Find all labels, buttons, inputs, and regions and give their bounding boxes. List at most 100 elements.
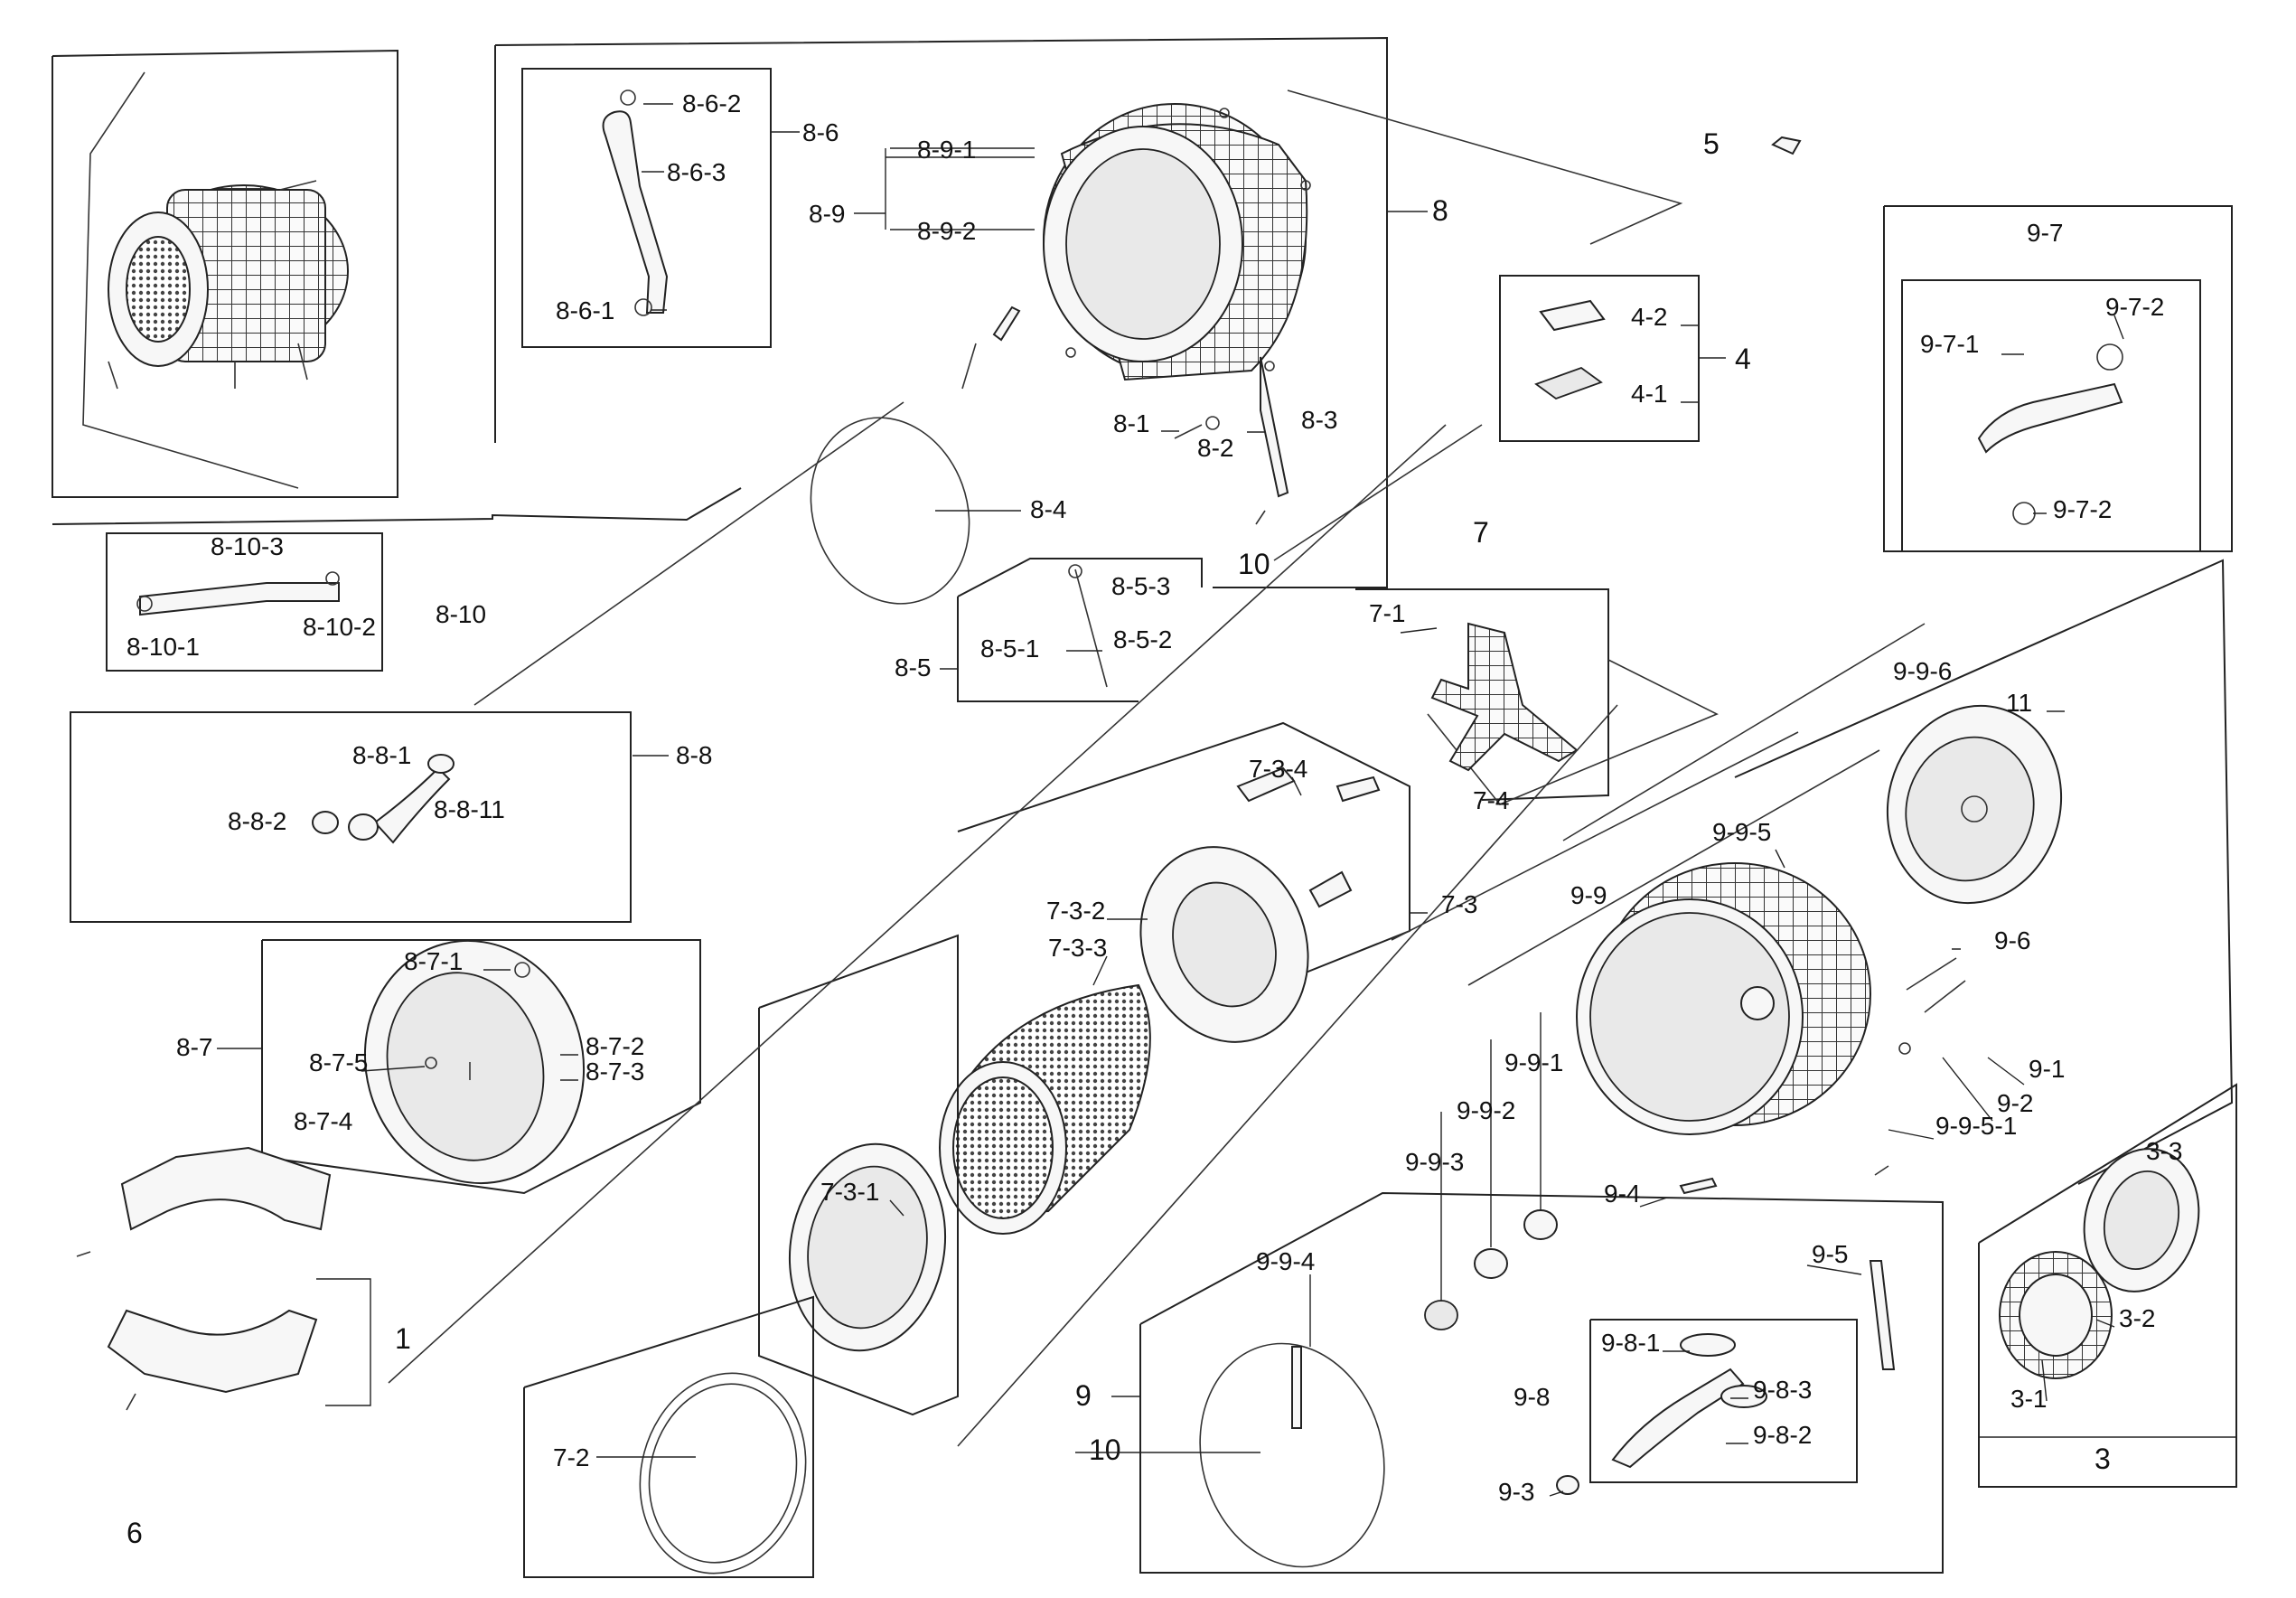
wire-9-9-4 [1199,1342,1385,1568]
label-9-9: 9-9 [1570,881,1607,909]
group-7-3-frame [957,721,1410,977]
part-labels: 8-6-2 8-6 8-6-3 8-6-1 8-9-1 8-9 8-9-2 8 … [127,89,2182,1549]
label-7-1: 7-1 [1369,599,1405,627]
label-8-8: 8-8 [676,741,712,769]
rear-tub-9-9-5 [1576,862,1871,1135]
label-8-8-11: 8-8-11 [434,795,505,823]
label-3: 3 [2095,1443,2111,1475]
label-8-10: 8-10 [436,600,486,628]
rear-cover-9-9-6 [1886,704,2063,905]
part-8-4-door-seal-ring [810,417,1021,605]
group-8-frame [494,36,1683,588]
label-7-4: 7-4 [1473,786,1509,814]
drum-front-7-3-1 [758,934,959,1416]
label-7-2: 7-2 [553,1443,589,1471]
label-8-7-4: 8-7-4 [294,1107,352,1135]
label-8-8-1: 8-8-1 [352,741,411,769]
label-9-7-1: 9-7-1 [1920,330,1979,358]
label-9-9-4: 9-9-4 [1256,1247,1315,1275]
group-8-10 [52,487,742,672]
label-8-7-1: 8-7-1 [404,947,463,975]
label-11: 11 [2006,689,2032,717]
label-7: 7 [1473,516,1489,549]
label-10-bottom: 10 [1089,1434,1121,1466]
label-8-9-2: 8-9-2 [917,217,976,245]
drum-back-7-3-2 [1139,846,1309,1043]
label-8-6-1: 8-6-1 [556,296,614,324]
label-8-3: 8-3 [1301,406,1337,434]
label-9-8: 9-8 [1513,1383,1550,1411]
label-9-1: 9-1 [2029,1055,2065,1083]
label-7-3-4: 7-3-4 [1249,755,1307,783]
parts-8-1-8-2-8-3 [961,306,1289,525]
label-leaders [361,156,2124,1497]
group-8-6 [521,68,800,348]
group-9-frame [1111,559,2234,1574]
label-4: 4 [1735,343,1751,375]
label-9-6: 9-6 [1994,926,2030,954]
label-7-3-3: 7-3-3 [1048,934,1107,962]
label-8-6: 8-6 [802,118,839,146]
label-7-3-1: 7-3-1 [820,1178,879,1206]
label-8-8-2: 8-8-2 [228,807,286,835]
label-8-10-3: 8-10-3 [211,532,284,560]
label-7-3-2: 7-3-2 [1046,897,1105,925]
group-3-motor [1978,1083,2237,1488]
label-4-2: 4-2 [1631,303,1667,331]
group-7-frame [1355,588,1719,805]
label-8: 8 [1432,194,1448,227]
label-9-9-1: 9-9-1 [1504,1048,1563,1076]
label-1: 1 [395,1322,411,1355]
label-8-9-1: 8-9-1 [917,136,976,164]
parts-9-1-9-2-9-4-9-5-9-6 [1679,957,1966,1370]
label-9-2: 9-2 [1997,1089,2033,1117]
label-3-3: 3-3 [2146,1137,2182,1165]
assembled-tub-illustration [108,180,349,390]
label-9-7-2-bottom: 9-7-2 [2053,495,2112,523]
label-8-5: 8-5 [895,653,931,682]
label-8-6-3: 8-6-3 [667,158,726,186]
group-8-5 [940,558,1203,702]
front-tub-8 [1043,103,1311,381]
label-9-8-1: 9-8-1 [1601,1329,1660,1357]
gasket-7-2 [523,1295,814,1578]
label-6: 6 [127,1517,143,1549]
label-9-9-5-1: 9-9-5-1 [1935,1112,2017,1140]
label-8-7-5: 8-7-5 [309,1048,368,1076]
seals-9-9-1-to-9-9-3 [1424,1012,1558,1330]
label-10-top: 10 [1238,548,1270,580]
label-8-9: 8-9 [809,200,845,228]
spider-7-4 [1430,622,1579,772]
label-9-9-6: 9-9-6 [1893,657,1952,685]
diagonal-guides [388,401,1618,1447]
label-5: 5 [1703,127,1720,160]
label-9-9-5: 9-9-5 [1712,818,1771,846]
label-8-5-1: 8-5-1 [980,634,1039,663]
label-8-7-2: 8-7-2 [586,1032,644,1060]
label-9-4: 9-4 [1604,1180,1640,1208]
group-8-8 [70,711,669,923]
label-8-10-1: 8-10-1 [127,633,200,661]
label-8-6-2: 8-6-2 [682,89,741,118]
label-8-1: 8-1 [1113,409,1149,437]
label-3-1: 3-1 [2010,1385,2047,1413]
label-8-4: 8-4 [1030,495,1066,523]
drum-mesh-7-3-3 [939,983,1151,1235]
label-8-5-2: 8-5-2 [1113,625,1172,653]
label-9-8-3: 9-8-3 [1753,1376,1812,1404]
label-9-9-2: 9-9-2 [1457,1096,1515,1124]
label-9-7: 9-7 [2027,219,2063,247]
label-8-5-3: 8-5-3 [1111,572,1170,600]
part-5-icon [1771,136,1802,155]
label-9-9-3: 9-9-3 [1405,1148,1464,1176]
label-3-2: 3-2 [2119,1304,2155,1332]
label-9: 9 [1075,1379,1092,1412]
label-9-3: 9-3 [1498,1478,1534,1506]
assembly-overview [52,49,398,498]
label-9-8-2: 9-8-2 [1753,1421,1812,1449]
label-8-7: 8-7 [176,1033,212,1061]
group-8-7 [217,939,701,1195]
label-8-2: 8-2 [1197,434,1233,462]
label-7-3: 7-3 [1441,890,1477,918]
